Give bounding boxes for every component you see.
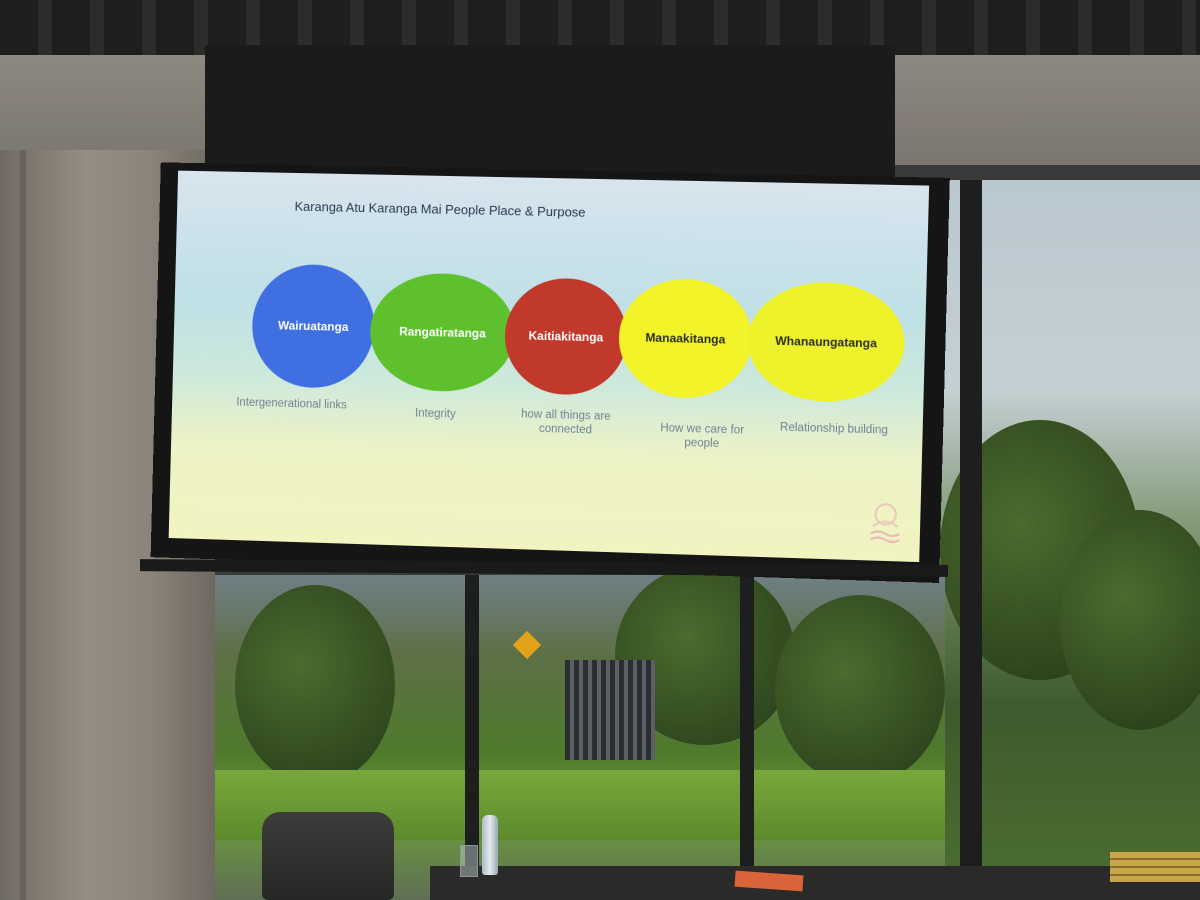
- concept-caption: Relationship building: [768, 420, 901, 438]
- concept-circle-whanaungatanga: Whanaungatanga: [746, 281, 906, 404]
- organisation-logo-icon: [864, 500, 906, 548]
- concept-label: Whanaungatanga: [775, 334, 877, 351]
- fence: [565, 660, 655, 760]
- concept-circle-wairuatanga: Wairuatanga: [251, 263, 376, 389]
- drinking-glass: [460, 845, 478, 877]
- concept-circle-rangatiratanga: Rangatiratanga: [369, 272, 517, 393]
- concept-caption: Intergenerational links: [233, 395, 351, 412]
- chair: [262, 812, 394, 900]
- water-bottle: [482, 815, 498, 875]
- concept-label: Wairuatanga: [278, 318, 349, 334]
- concept-label: Kaitiakitanga: [528, 329, 603, 345]
- road-sign: [513, 631, 541, 659]
- slide-title: Karanga Atu Karanga Mai People Place & P…: [294, 199, 585, 220]
- projector-screen-housing: [205, 45, 895, 185]
- presentation-slide: Karanga Atu Karanga Mai People Place & P…: [169, 171, 930, 562]
- concept-label: Manaakitanga: [645, 330, 725, 346]
- projection-screen: Karanga Atu Karanga Mai People Place & P…: [151, 162, 950, 583]
- concept-caption: Integrity: [386, 406, 485, 423]
- table: [430, 866, 1200, 900]
- concept-circle-kaitiakitanga: Kaitiakitanga: [503, 277, 628, 396]
- concept-circle-manaakitanga: Manaakitanga: [617, 278, 753, 400]
- concept-caption: How we care for people: [646, 421, 758, 452]
- concept-label: Rangatiratanga: [399, 324, 486, 340]
- book-stack: [1110, 852, 1200, 882]
- concept-caption: how all things are connected: [510, 407, 621, 438]
